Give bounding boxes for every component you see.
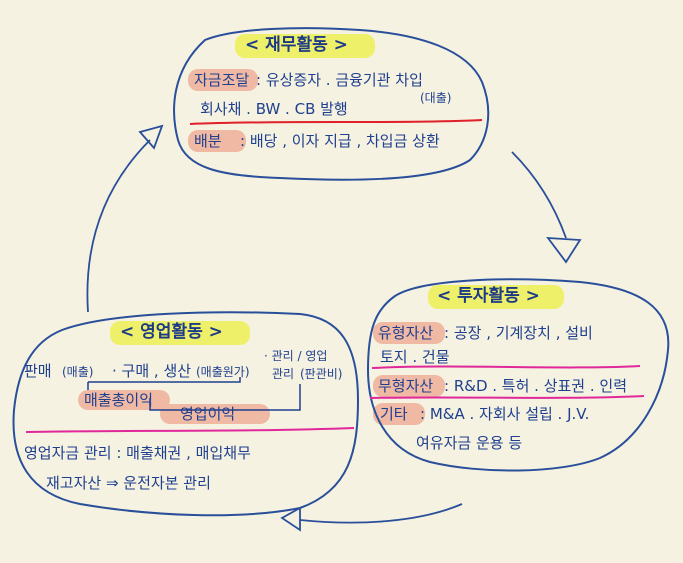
operating-title-highlight	[110, 321, 250, 345]
finance-title-highlight	[235, 34, 375, 58]
sga-note: (판관비)	[300, 367, 343, 381]
operating-profit-label: 영업이익	[180, 405, 236, 423]
other-line2: 여유자금 운용 등	[416, 434, 523, 452]
distribution-highlight	[188, 130, 246, 152]
investment-divider-1	[371, 365, 641, 369]
cogs-note: (매출원가)	[196, 365, 250, 379]
tangible-label: 유형자산	[378, 324, 434, 342]
sales-label: 판매	[24, 362, 52, 380]
investment-title: < 투자활동 >	[437, 286, 540, 306]
funding-highlight	[188, 69, 258, 91]
operating-profit-highlight	[160, 404, 270, 424]
sales-note: (매출)	[62, 365, 94, 379]
operating-profit-bracket	[149, 384, 301, 411]
intangible-label: 무형자산	[378, 377, 434, 395]
funding-label: 자금조달	[194, 71, 250, 89]
purchase-production: · 구매 , 생산	[112, 362, 192, 380]
operating-title: < 영업활동 >	[120, 322, 223, 342]
tangible-line1: : 공장 , 기계장치 , 설비	[444, 324, 593, 342]
finance-to-investment-arrow	[511, 151, 567, 239]
arrowhead-operating-icon	[280, 506, 301, 532]
finance-blob	[173, 27, 490, 181]
working-capital-line1: 영업자금 관리 : 매출채권 , 매입채무	[24, 444, 251, 462]
finance-title: < 재무활동 >	[245, 35, 348, 55]
investment-blob	[366, 278, 670, 472]
funding-line1: : 유상증자 . 금융기관 차입	[256, 71, 423, 89]
other-highlight	[373, 403, 425, 425]
mgmt-line1: · 관리 / 영업	[264, 349, 328, 363]
gross-profit-highlight	[78, 390, 170, 410]
investment-to-operating-arrow	[299, 503, 463, 524]
gross-profit-bracket	[87, 377, 241, 390]
arrowhead-investment-icon	[546, 236, 582, 264]
operating-to-finance-arrow	[86, 139, 151, 313]
other-line1: : M&A . 자회사 설립 . J.V.	[420, 405, 590, 423]
operating-divider	[25, 427, 355, 433]
gross-profit-label: 매출총이익	[84, 391, 154, 409]
working-capital-line2: 재고자산 ⇒ 운전자본 관리	[46, 474, 211, 492]
investment-title-highlight	[428, 285, 564, 309]
mgmt-line2: 관리	[272, 367, 295, 381]
funding-line2: 회사채 . BW . CB 발행	[200, 100, 348, 118]
intangible-text: : R&D . 특허 . 상표권 . 인력	[444, 377, 628, 395]
tangible-line2: 토지 . 건물	[380, 348, 450, 366]
finance-divider	[189, 119, 483, 125]
tangible-highlight	[373, 322, 445, 344]
other-label: 기타	[380, 405, 408, 423]
investment-divider-2	[369, 395, 645, 399]
intangible-highlight	[373, 375, 445, 397]
distribution-label: 배분	[194, 132, 222, 150]
loan-note: (대출)	[420, 91, 452, 105]
arrowhead-finance-icon	[138, 124, 164, 150]
distribution-text: : 배당 , 이자 지급 , 차입금 상환	[240, 132, 440, 150]
